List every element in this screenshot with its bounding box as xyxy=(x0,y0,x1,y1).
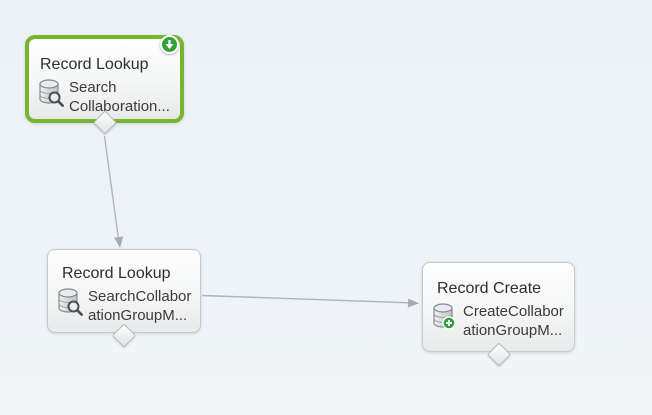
connector-lookup2-to-create1[interactable] xyxy=(201,294,419,308)
node-label: SearchCollabor ationGroupM... xyxy=(88,288,192,324)
arrowhead-down-icon xyxy=(114,236,124,248)
database-search-icon xyxy=(39,79,64,107)
node-title: Record Create xyxy=(437,280,542,297)
connector-lookup1-to-lookup2[interactable] xyxy=(103,135,124,248)
start-element-badge xyxy=(160,35,179,54)
node-title: Record Lookup xyxy=(40,56,149,73)
database-search-icon xyxy=(58,288,83,316)
flow-node-record-create-1[interactable]: Record Create CreateCollabor ationGroupM… xyxy=(422,262,575,367)
arrowhead-right-icon xyxy=(407,298,419,308)
flow-node-record-lookup-2[interactable]: Record Lookup SearchCollabor ationGroupM… xyxy=(47,249,201,348)
database-add-icon xyxy=(433,303,456,330)
node-label: Search Collaboration... xyxy=(69,79,170,115)
down-arrow-icon xyxy=(165,40,174,49)
node-label: CreateCollabor ationGroupM... xyxy=(463,303,564,339)
flow-node-record-lookup-1[interactable]: Record Lookup Search Collaboration... xyxy=(25,35,184,135)
node-title: Record Lookup xyxy=(62,265,171,282)
